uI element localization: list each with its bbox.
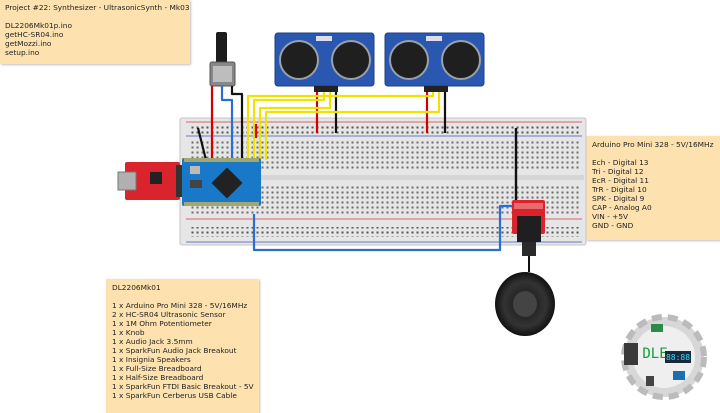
logo-text: DLE (642, 346, 667, 362)
parts-title: DL2206Mk01 (112, 283, 161, 292)
pin-item: GND - GND (592, 221, 634, 230)
logo-display: 88:88 (666, 353, 690, 362)
part-item: 1 x SparkFun FTDI Basic Breakout - 5V (112, 382, 254, 391)
file-item: getMozzi.ino (5, 39, 52, 48)
ultrasonic-sensor-left (274, 32, 375, 92)
pin-item: VIN - +5V (592, 212, 629, 221)
part-item: 2 x HC-SR04 Ultrasonic Sensor (112, 310, 226, 319)
project-title: Project #22: Synthesizer - UltrasonicSyn… (5, 3, 190, 12)
pin-item: SPK - Digital 9 (592, 194, 645, 203)
ftdi-breakout (117, 162, 182, 200)
part-item: 1 x Half-Size Breadboard (112, 373, 204, 382)
ultrasonic-sensor-right (384, 32, 485, 92)
file-item: DL2206Mk01p.ino (5, 21, 72, 30)
part-item: 1 x SparkFun Cerberus USB Cable (112, 391, 237, 400)
part-item: 1 x SparkFun Audio Jack Breakout (112, 346, 237, 355)
pins-title: Arduino Pro Mini 328 - 5V/16MHz (592, 140, 714, 149)
file-item: setup.ino (5, 48, 40, 57)
part-item: 1 x Audio Jack 3.5mm (112, 337, 193, 346)
pin-item: Ech - Digital 13 (592, 158, 649, 167)
wires (196, 86, 518, 252)
audio-jack-breakout (512, 200, 545, 256)
pin-item: EcR - Digital 11 (592, 176, 649, 185)
pin-item: CAP - Analog A0 (592, 203, 652, 212)
part-item: 1 x Insignia Speakers (112, 355, 191, 364)
part-item: 1 x Full-Size Breadboard (112, 364, 202, 373)
pin-item: Tri - Digital 12 (592, 167, 644, 176)
dle-logo: DLE 88:88 (621, 314, 707, 400)
speaker (495, 256, 555, 336)
file-item: getHC-SR04.ino (5, 30, 64, 39)
pin-item: TrR - Digital 10 (592, 185, 647, 194)
part-item: 1 x Arduino Pro Mini 328 - 5V/16MHz (112, 301, 248, 310)
parts-note: DL2206Mk01 1 x Arduino Pro Mini 328 - 5V… (106, 279, 259, 413)
potentiometer (209, 32, 236, 87)
part-item: 1 x 1M Ohm Potentiometer (112, 319, 212, 328)
arduino-pro-mini (182, 158, 261, 206)
pins-note: Arduino Pro Mini 328 - 5V/16MHz Ech - Di… (586, 136, 720, 240)
part-item: 1 x Knob (112, 328, 145, 337)
project-note: Project #22: Synthesizer - UltrasonicSyn… (0, 0, 190, 64)
